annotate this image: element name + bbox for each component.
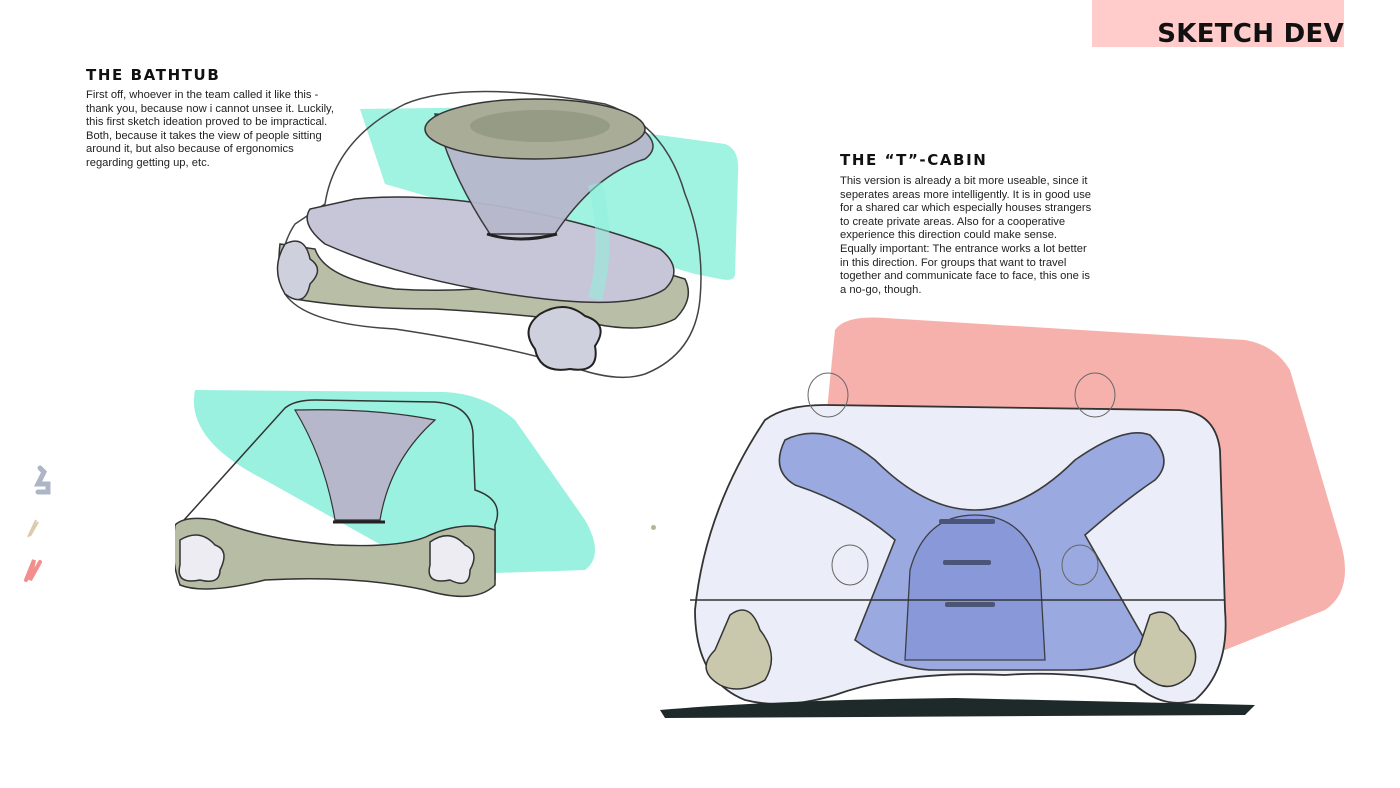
t-cabin-description: This version is already a bit more useab…: [840, 175, 1092, 296]
t-cabin-heading: THE “T”-CABIN: [840, 151, 988, 169]
bathtub-heading: THE BATHTUB: [86, 66, 221, 84]
bathtub-description: First off, whoever in the team called it…: [86, 89, 334, 169]
bathtub-side-sketch: [175, 380, 605, 605]
t-cabin-top-view-sketch: [655, 310, 1370, 720]
page-title: SKETCH DEV: [1157, 19, 1344, 49]
bathtub-perspective-sketch: [265, 84, 750, 389]
marker-dot: [651, 525, 656, 530]
marker-test-scribbles: [18, 462, 58, 592]
title-banner: SKETCH DEV: [1092, 0, 1344, 49]
